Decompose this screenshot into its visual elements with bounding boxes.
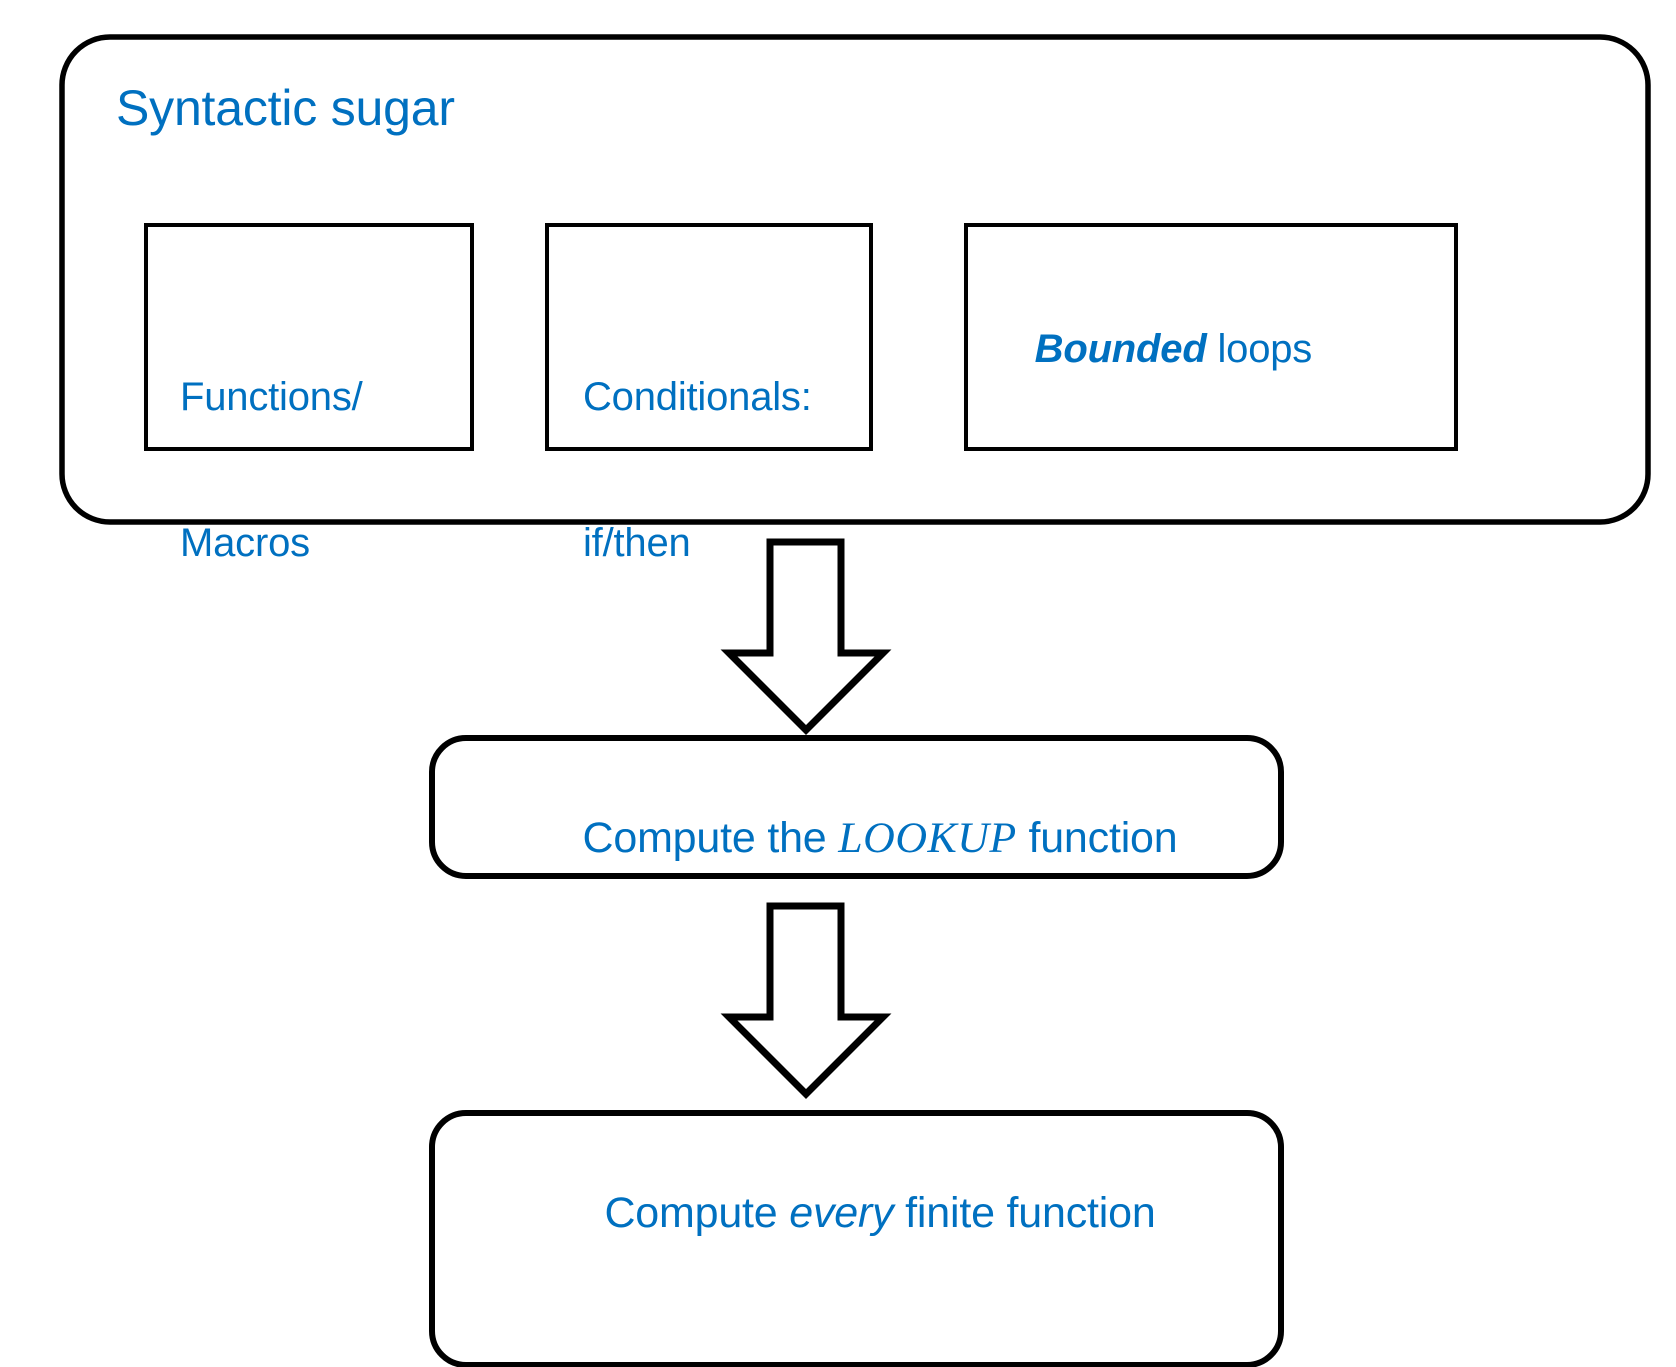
stage-label-suffix: function: [1016, 814, 1178, 863]
inner-box-functions-macros: [144, 223, 474, 451]
inner-box-label-bounded-loops: Bounded loops: [991, 276, 1313, 422]
inner-box-label-functions-macros: Functions/ Macros: [180, 275, 363, 665]
inner-box-label-line1: Functions/: [180, 374, 363, 419]
stage-label-every-finite: Compute every finite function: [432, 1135, 1281, 1292]
inner-box-label-emphasis: Bounded: [1034, 326, 1207, 371]
inner-box-label-line2: if/then: [583, 520, 691, 565]
stage-label-prefix: Compute: [604, 1189, 790, 1238]
stage-label-prefix: Compute the: [582, 814, 839, 863]
group-title-label: Syntactic sugar: [116, 80, 455, 136]
stage-box-lookup: [429, 735, 1284, 879]
stage-label-suffix: finite function: [893, 1189, 1156, 1238]
stage-box-every-finite: [429, 1110, 1284, 1367]
inner-box-label-line1: Conditionals:: [583, 374, 812, 419]
down-block-arrow-icon-2: [720, 902, 892, 1099]
inner-box-label-line2: Macros: [180, 520, 310, 565]
inner-box-label-conditionals: Conditionals: if/then: [583, 275, 812, 665]
inner-box-conditionals: [545, 223, 873, 451]
stage-label-emphasis-every: every: [789, 1189, 894, 1238]
inner-box-label-rest: loops: [1206, 326, 1313, 371]
stage-label-lookup: Compute the LOOKUP function: [432, 760, 1281, 918]
inner-box-bounded-loops: [964, 223, 1458, 451]
stage-label-emphasis-lookup: LOOKUP: [838, 814, 1017, 863]
down-block-arrow-icon-1: [720, 538, 892, 735]
